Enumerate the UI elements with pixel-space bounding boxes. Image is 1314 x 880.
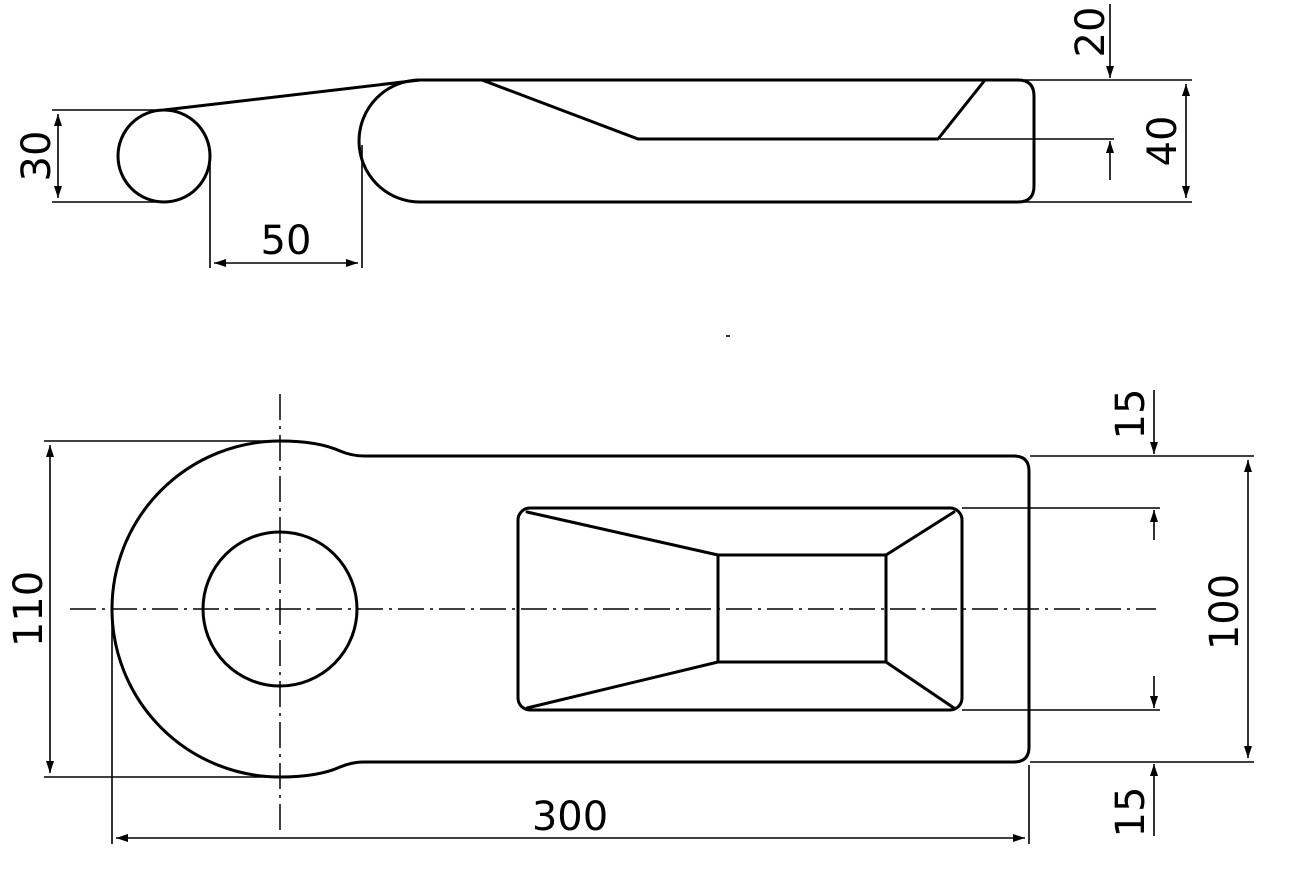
dim-overall-length: 300: [111, 612, 1030, 844]
dim-gap-length-label: 50: [261, 218, 312, 264]
taper-line: [162, 78, 422, 112]
dim-body-width: 100: [1202, 460, 1252, 758]
dim-rim-top-label: 15: [1108, 389, 1154, 440]
dim-overall-width-label: 110: [6, 571, 52, 647]
dim-rim-bottom-label: 15: [1108, 787, 1154, 838]
dim-total-thickness-label: 40: [1140, 116, 1186, 167]
dim-rim-bottom: 15: [1108, 676, 1158, 838]
dim-overall-length-label: 300: [532, 794, 608, 840]
dim-gap-length: 50: [209, 145, 363, 268]
dim-rod-diameter-label: 30: [14, 131, 60, 182]
dim-body-width-label: 100: [1202, 574, 1248, 650]
dim-total-thickness: 40: [1140, 84, 1190, 198]
dim-rim-top: 15: [1108, 389, 1158, 540]
dim-recess-depth-label: 20: [1068, 7, 1114, 58]
dim-recess-depth: 20: [1068, 4, 1114, 180]
rod-section: [116, 108, 212, 204]
plate-section: [357, 78, 1036, 204]
side-section-view: 30 50 20 40: [14, 4, 1192, 268]
plate-outline: [110, 439, 1031, 779]
recess-pocket: [516, 506, 964, 712]
dim-overall-width: 110: [6, 440, 270, 778]
plan-view: 110 300 15 100 15: [6, 389, 1254, 844]
dim-rod-diameter: 30: [14, 109, 164, 203]
